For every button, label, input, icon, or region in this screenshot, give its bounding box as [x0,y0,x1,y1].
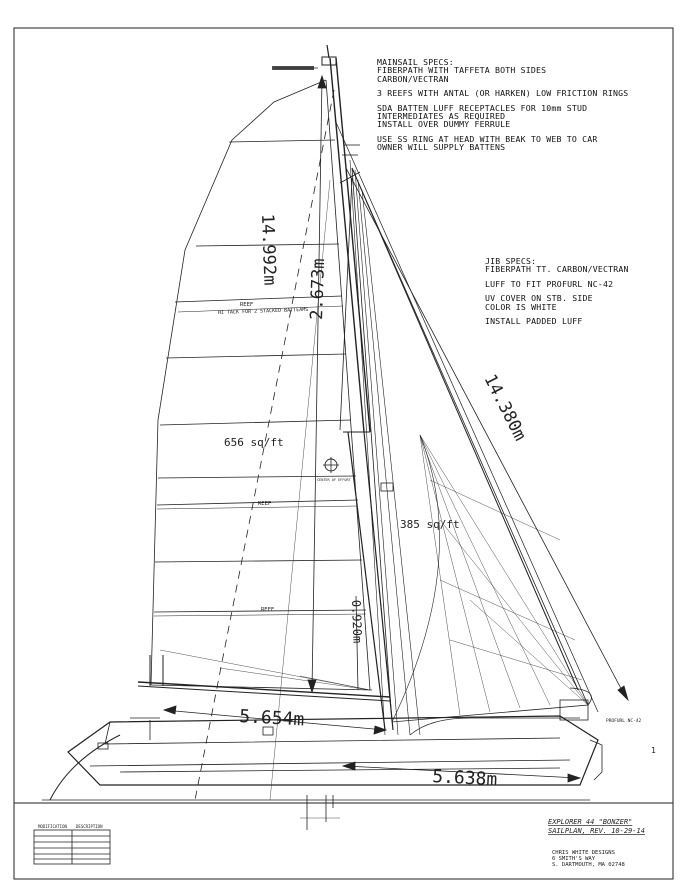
mast [321,44,394,731]
center-of-effort-marker [323,457,339,473]
mainsail [137,79,391,702]
reef-label-mid: REEF [258,501,271,507]
mainsail-spec-line: INTERMEDIATES AS REQUIRED [377,111,506,122]
jib-area: 385 sq/ft [400,518,460,531]
jib-specs-heading: JIB SPECS: [485,256,537,266]
designer-address-2: S. DARTMOUTH, MA 02748 [552,862,625,868]
reef-label-low: REEF [261,607,274,613]
revision-table [33,829,111,865]
revision-header-description: DESCRIPTION [76,824,103,829]
mainsail-spec-line: SDA BATTEN LUFF RECEPTACLES FOR 10mm STU… [377,102,588,113]
jib [334,119,599,736]
jib-spec-line: FIBERPATH TT. CARBON/VECTRAN [485,264,629,275]
drawing-subtitle: SAILPLAN, REV. 10-29-14 [548,827,645,835]
furler-label: PROFURL NC-42 [606,718,642,724]
mast-segment-dimension: 2.673m [307,258,329,320]
mainsail-spec-line: USE SS RING AT HEAD WITH BEAK TO WEB TO … [377,133,598,144]
jib-specs: JIB SPECS: FIBERPATH TT. CARBON/VECTRAN … [485,257,629,331]
jib-luff-dimension: 14.380m [480,371,530,444]
drawing-title: EXPLORER 44 "BONZER" [548,818,632,826]
mainsail-spec-line: OWNER WILL SUPPLY BATTENS [377,142,506,153]
page-number: 1 [651,746,656,755]
main-foot-dimension: 5.654m [239,706,305,730]
mainsail-area: 656 sq/ft [224,436,284,449]
mainsail-spec-line: 3 REEFS WITH ANTAL (OR HARKEN) LOW FRICT… [377,88,629,99]
revision-header-modification: MODIFICATION [38,824,67,829]
jib-spec-line: COLOR IS WHITE [485,301,557,312]
jib-spec-line: LUFF TO FIT PROFURL NC-42 [485,278,614,289]
head-marker [272,66,318,70]
mainsail-specs: MAINSAIL SPECS: FIBERPATH WITH TAFFETA B… [377,58,628,152]
jib-spec-line: INSTALL PADDED LUFF [485,316,583,327]
designer-address-1: 6 SMITH'S WAY [552,856,596,862]
jib-spec-line: UV COVER ON STB. SIDE [485,293,593,304]
dimension-lines [162,74,629,801]
hull [42,687,603,830]
mainsail-spec-line: FIBERPATH WITH TAFFETA BOTH SIDES [377,65,547,76]
center-of-effort-label: CENTER OF EFFORT [317,478,352,482]
designer-name: CHRIS WHITE DESIGNS [552,850,615,856]
boom-height-dimension: 0.920m [349,600,365,644]
sheet-border [13,27,674,880]
mainsail-spec-line: CARBON/VECTRAN [377,73,449,84]
mainsail-specs-heading: MAINSAIL SPECS: [377,57,454,67]
reef-note-upper: HI TACK FOR 2 STACKED BATTEAMS [218,307,308,316]
main-luff-dimension: 14.992m [257,213,279,285]
reef-label-upper: REEF [240,302,253,308]
jib-foot-dimension: 5.638m [432,766,498,790]
mainsail-spec-line: INSTALL OVER DUMMY FERRULE [377,119,511,130]
